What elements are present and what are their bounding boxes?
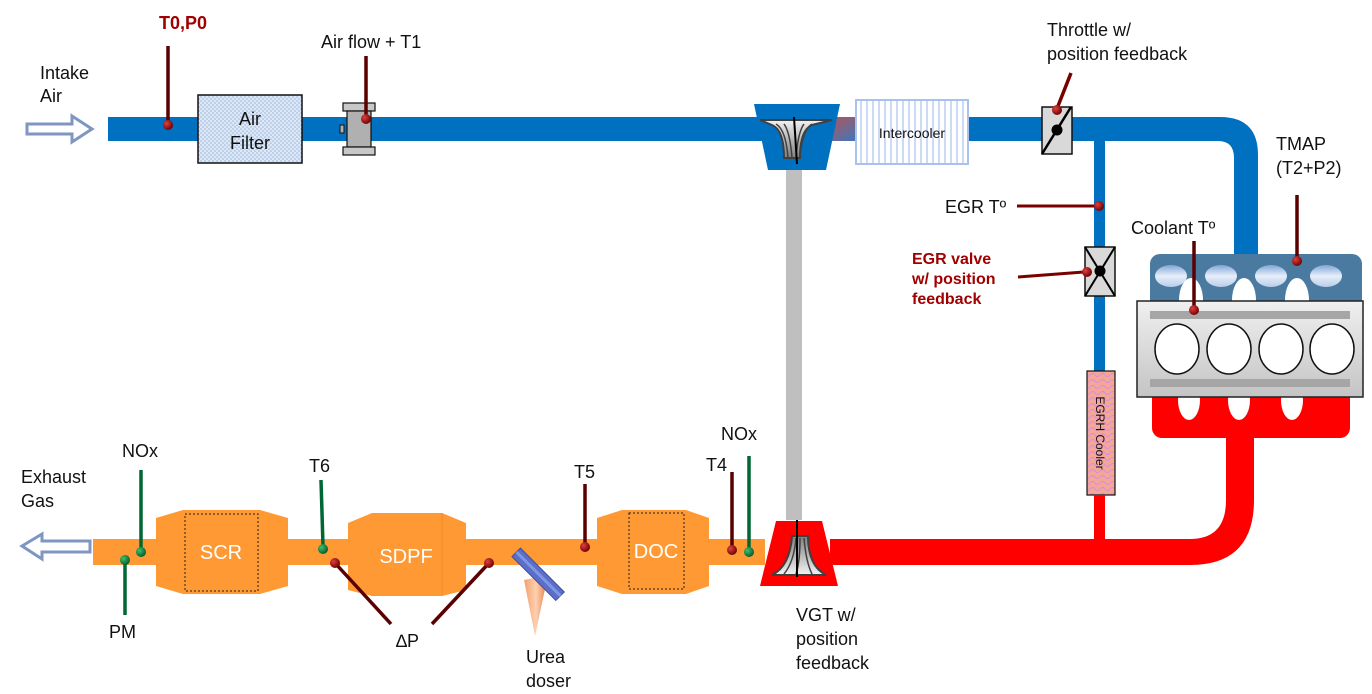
sensor-t6: [318, 479, 328, 554]
doc-catalyst: DOC: [597, 510, 709, 594]
tmap-label: TMAP: [1276, 134, 1326, 154]
egr-temp-label: EGR Tº: [945, 197, 1007, 217]
delta-p-label: ∆P: [396, 631, 419, 651]
sensor-t5: [580, 484, 590, 552]
scr-catalyst: SCR: [156, 510, 288, 594]
sdpf-filter: SDPF: [348, 513, 466, 596]
exhaust-gas-label: Exhaust: [21, 467, 86, 487]
intake-air-label-2: Air: [40, 86, 62, 106]
t6-label: T6: [309, 456, 330, 476]
sensor-egr-temp: [1017, 201, 1104, 211]
sensor-pm: [120, 555, 130, 615]
sensor-delta-p: [330, 558, 494, 626]
egr-cooler-label: EGRH Cooler: [1093, 396, 1107, 469]
engine: [1136, 254, 1364, 438]
throttle-label: Throttle w/: [1047, 20, 1131, 40]
intercooler-label: Intercooler: [879, 125, 945, 141]
sensor-nox-downstream: [136, 470, 146, 557]
intake-manifold: [1150, 254, 1362, 314]
turbine-wheel-icon: [771, 520, 827, 577]
turbine: [760, 520, 838, 586]
exhaust-flow-arrow-icon: [19, 531, 92, 562]
egr-valve[interactable]: [1017, 246, 1116, 297]
sdpf-label: SDPF: [379, 546, 432, 568]
t0p0-label: T0,P0: [159, 13, 207, 33]
sensor-coolant-temp: [1189, 241, 1199, 315]
egr-valve-label-2: w/ position: [911, 271, 996, 288]
vgt-label-3: feedback: [796, 653, 870, 673]
egr-valve-label-3: feedback: [912, 291, 981, 308]
exhaust-gas-label-2: Gas: [21, 491, 54, 511]
coolant-temp-label: Coolant Tº: [1131, 218, 1216, 238]
urea-doser-label-2: doser: [526, 671, 571, 691]
intake-air-label: Intake: [40, 63, 89, 83]
cylinder-4: [1309, 323, 1355, 375]
compressor-wheel-icon: [759, 116, 833, 165]
sensor-t0p0: [163, 46, 173, 130]
airflow-t1-label: Air flow + T1: [321, 32, 421, 52]
sensor-t4: [727, 472, 737, 555]
cylinder-2: [1206, 323, 1252, 375]
sensor-tmap: [1292, 195, 1302, 266]
egr-cooler: EGRH Cooler: [1086, 370, 1116, 496]
intercooler: Intercooler: [855, 99, 969, 165]
vgt-label: VGT w/: [796, 605, 856, 625]
sensor-nox-upstream: [744, 456, 754, 557]
egr-valve-label: EGR valve: [912, 251, 991, 268]
air-filter-label-2: Filter: [230, 133, 270, 153]
urea-doser[interactable]: [511, 547, 565, 636]
cylinder-1: [1154, 323, 1200, 375]
nox-downstream-label: NOx: [122, 441, 158, 461]
intake-flow-arrow-icon: [25, 113, 95, 145]
doc-label: DOC: [634, 541, 678, 563]
cylinder-3: [1258, 323, 1304, 375]
air-filter: Air Filter: [197, 94, 303, 164]
t5-label: T5: [574, 462, 595, 482]
vgt-label-2: position: [796, 629, 858, 649]
compressor: [754, 104, 840, 520]
pm-label: PM: [109, 622, 136, 642]
air-filter-label: Air: [239, 109, 261, 129]
throttle-label-2: position feedback: [1047, 44, 1188, 64]
airflow-meter: [339, 56, 376, 156]
urea-doser-label: Urea: [526, 647, 566, 667]
throttle-valve[interactable]: [1040, 72, 1073, 155]
egr-pipe-exhaust-side: [1094, 495, 1105, 540]
turbo-shaft: [786, 170, 802, 520]
scr-label: SCR: [200, 542, 242, 564]
exhaust-pipe: [830, 438, 1254, 565]
t4-label: T4: [706, 455, 727, 475]
tmap-label-2: (T2+P2): [1276, 158, 1342, 178]
nox-upstream-label: NOx: [721, 424, 757, 444]
